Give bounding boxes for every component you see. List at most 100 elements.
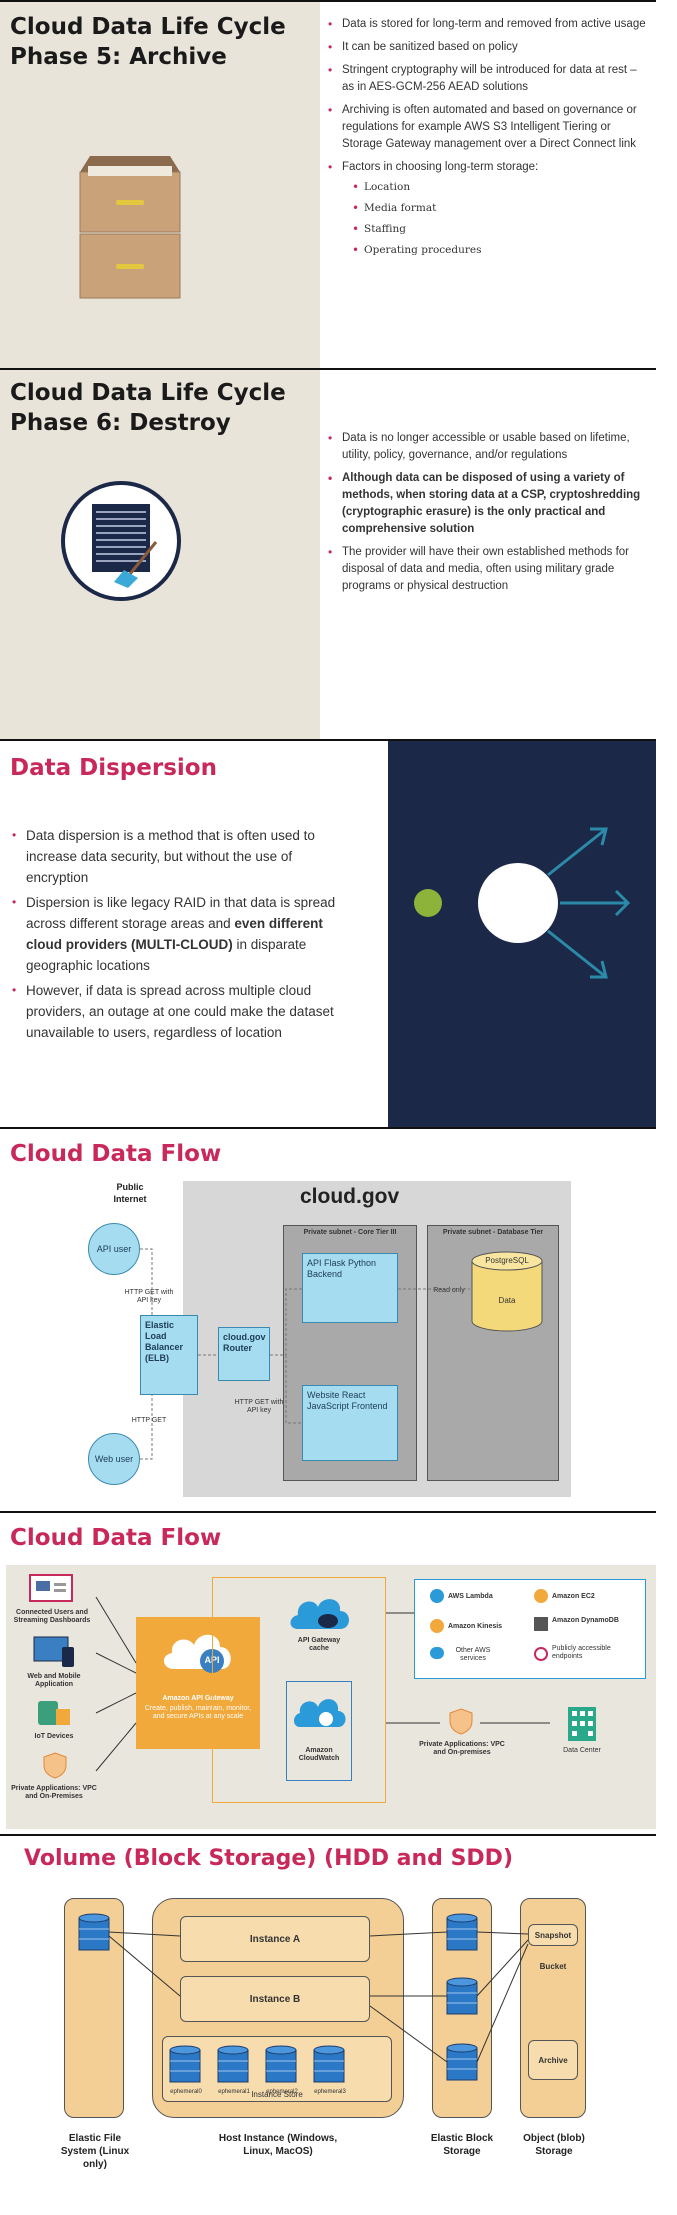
cloudwatch-label: Amazon CloudWatch	[298, 1747, 340, 1762]
http-get-label: HTTP GET	[131, 1417, 167, 1424]
sub-bullet-item: Media format	[342, 201, 646, 216]
slide-title: Cloud Data Flow	[10, 1141, 222, 1167]
left-panel: Cloud Data Life Cycle Phase 5: Archive	[0, 2, 320, 368]
bucket-label: Bucket	[539, 1962, 567, 1971]
shield-icon-right	[449, 1708, 473, 1735]
public-internet-label: Public Internet	[113, 1182, 147, 1204]
iot-devices-icon	[38, 1701, 70, 1725]
cloud-gov-title: cloud.gov	[300, 1185, 400, 1208]
dispersion-graphic-panel	[388, 741, 656, 1127]
flow-arrows	[95, 1596, 550, 1772]
sub-bullet-list: Location Media format Staffing Operating…	[342, 180, 646, 258]
elb-box: Elastic Load Balancer (ELB)	[140, 1315, 198, 1395]
cache-cloud-icon	[290, 1599, 349, 1629]
api-backend-box: API Flask Python Backend	[302, 1253, 398, 1323]
title-line-1: Cloud Data Life Cycle	[10, 380, 286, 406]
archive-box: Archive	[528, 2040, 578, 2080]
slide-title: Cloud Data Life Cycle Phase 5: Archive	[10, 12, 286, 72]
bullet-item: Stringent cryptography will be introduce…	[328, 62, 646, 96]
bullet-text: in disparate geographic locations	[26, 937, 307, 973]
slide-title: Volume (Block Storage) (HDD and SDD)	[24, 1846, 513, 1871]
title-line-2: Phase 6: Destroy	[10, 410, 231, 436]
services-box	[414, 1579, 646, 1679]
kinesis-icon	[430, 1619, 444, 1633]
http-get-key-label: HTTP GET with API key	[124, 1289, 174, 1304]
title-line-2: Phase 5: Archive	[10, 44, 227, 70]
bullet-item: Archiving is often automated and based o…	[328, 102, 646, 153]
flow-connectors	[140, 1248, 470, 1460]
data-label: Data	[498, 1296, 516, 1305]
ec2-icon	[534, 1589, 548, 1603]
slide-cloud-data-flow-2: Cloud Data Flow Connected Users and Stre…	[0, 1511, 656, 1834]
sub-bullet-item: Location	[342, 180, 646, 195]
host-instance-caption: Host Instance (Windows, Linux, MacOS)	[218, 2133, 338, 2157]
gateway-title: Amazon API Gateway	[162, 1695, 234, 1702]
private-apps-left-label: Private Applications: VPC and On-Premise…	[11, 1785, 97, 1800]
bullet-item: Although data can be disposed of using a…	[328, 470, 646, 538]
other-aws-icon	[430, 1647, 444, 1659]
ebs-caption: Elastic Block Storage	[430, 2133, 494, 2157]
slide-title: Data Dispersion	[10, 755, 217, 781]
instance-a-box: Instance A	[180, 1916, 370, 1962]
slide-cloud-data-flow-1: Cloud Data Flow Public Internet cloud.go…	[0, 1127, 656, 1511]
ephemeral-label: ephemeral0	[170, 2089, 202, 2095]
bullet-item: The provider will have their own establi…	[328, 544, 646, 595]
efs-caption: Elastic File System (Linux only)	[60, 2133, 130, 2170]
left-panel: Cloud Data Life Cycle Phase 6: Destroy	[0, 370, 320, 739]
storage-diagram-graphics	[78, 1913, 529, 2083]
bullet-bold-text: even different cloud providers (MULTI-CL…	[26, 916, 323, 952]
postgresql-cylinder	[471, 1251, 543, 1332]
gateway-description: Create, publish, maintain, monitor, and …	[144, 1705, 252, 1720]
bullet-item: Dispersion is like legacy RAID in that d…	[12, 892, 346, 976]
instance-store-label: Instance Store	[251, 2090, 303, 2099]
right-panel: Data is stored for long-term and removed…	[320, 2, 656, 368]
instance-b-box: Instance B	[180, 1976, 370, 2022]
web-user-node: Web user	[88, 1433, 140, 1485]
amazon-dynamodb-label: Amazon DynamoDB	[552, 1617, 619, 1624]
bullet-item: Data is stored for long-term and removed…	[328, 16, 646, 33]
data-center-icon	[568, 1707, 596, 1741]
lambda-icon	[430, 1589, 444, 1603]
object-storage-caption: Object (blob) Storage	[523, 2133, 585, 2157]
bullet-item: Data is no longer accessible or usable b…	[328, 430, 646, 464]
dashboard-icon	[29, 1574, 73, 1602]
bullet-text: Dispersion is like legacy RAID in that d…	[26, 895, 336, 931]
api-user-node: API user	[88, 1223, 140, 1275]
bullet-list: Data is no longer accessible or usable b…	[328, 430, 646, 601]
title-line-1: Cloud Data Life Cycle	[10, 14, 286, 40]
archive-cabinet-icon	[79, 156, 181, 299]
bullet-item: However, if data is spread across multip…	[12, 980, 346, 1043]
web-mobile-label: Web and Mobile Application	[27, 1673, 81, 1688]
bullet-item: It can be sanitized based on policy	[328, 39, 646, 56]
ephemeral-label: ephemeral1	[218, 2089, 250, 2095]
other-aws-label: Other AWS services	[455, 1647, 491, 1662]
bullet-list: Data is stored for long-term and removed…	[328, 16, 646, 264]
read-only-label: Read only	[433, 1287, 465, 1294]
shield-icon	[43, 1752, 67, 1779]
postgresql-label: PostgreSQL	[485, 1256, 529, 1265]
endpoints-icon	[534, 1647, 548, 1661]
iot-devices-label: IoT Devices	[34, 1733, 74, 1740]
slide-title: Cloud Data Flow	[10, 1525, 222, 1551]
bullet-text: Factors in choosing long-term storage:	[342, 161, 539, 173]
right-panel: Data is no longer accessible or usable b…	[320, 370, 656, 739]
snapshot-box: Snapshot	[528, 1924, 578, 1946]
connected-users-label: Connected Users and Streaming Dashboards	[13, 1609, 91, 1624]
website-frontend-box: Website React JavaScript Frontend	[302, 1385, 398, 1461]
router-box: cloud.gov Router	[218, 1327, 270, 1381]
public-endpoints-label: Publicly accessible endpoints	[552, 1645, 611, 1660]
core-tier-label: Private subnet - Core Tier III	[303, 1229, 397, 1236]
slide-block-storage: Volume (Block Storage) (HDD and SDD) Ins…	[0, 1834, 656, 2215]
sub-bullet-item: Operating procedures	[342, 243, 646, 258]
http-get-key-label-2: HTTP GET with API key	[234, 1399, 284, 1414]
ephemeral-label: ephemeral3	[314, 2089, 346, 2095]
api-badge: API	[204, 1655, 220, 1665]
dynamodb-icon	[534, 1617, 548, 1631]
amazon-ec2-label: Amazon EC2	[552, 1593, 595, 1600]
ephemeral-label: ephemeral2	[266, 2089, 298, 2095]
bullet-list: Data dispersion is a method that is ofte…	[12, 825, 346, 1047]
server-broom-icon	[61, 481, 181, 601]
private-apps-right-label: Private Applications: VPC and On-premise…	[419, 1741, 505, 1756]
cloudwatch-icon	[294, 1699, 346, 1727]
slide-title: Cloud Data Life Cycle Phase 6: Destroy	[10, 378, 286, 438]
